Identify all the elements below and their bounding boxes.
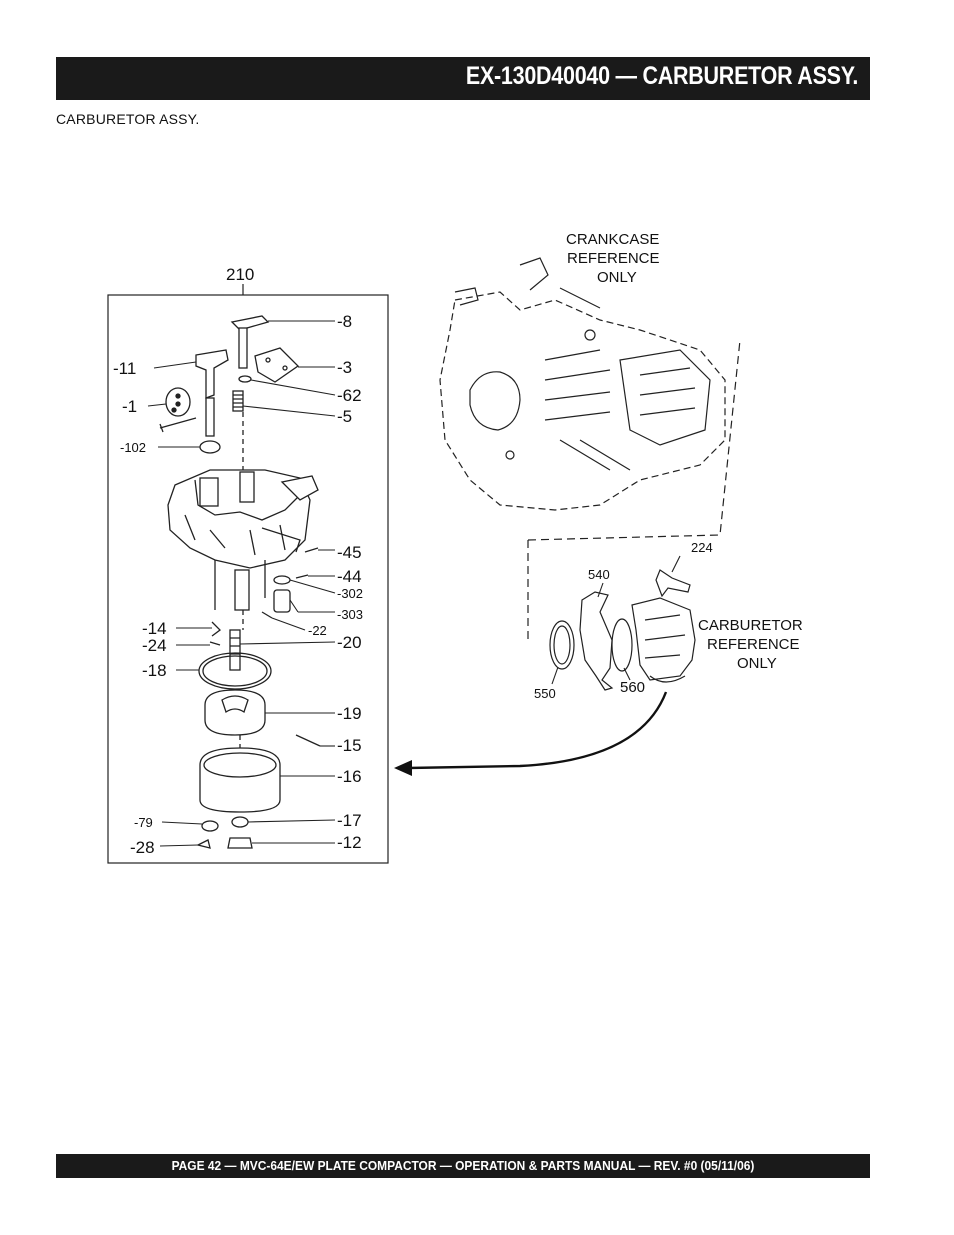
callout-44: -44 xyxy=(337,567,362,586)
callout-14: -14 xyxy=(142,619,167,638)
carburetor-note-line-3: ONLY xyxy=(737,655,777,672)
callout-18: -18 xyxy=(142,661,167,680)
callout-550: 550 xyxy=(534,686,556,701)
callout-17: -17 xyxy=(337,811,362,830)
carburetor-parts-drawing xyxy=(159,315,321,849)
crankcase-note-line-3: ONLY xyxy=(597,269,637,286)
callout-8: -8 xyxy=(337,312,352,331)
crankcase-reference-drawing xyxy=(439,257,726,511)
callout-5: -5 xyxy=(337,407,352,426)
leader-560 xyxy=(623,667,631,681)
callout-1: -1 xyxy=(122,397,137,416)
callout-45: -45 xyxy=(337,543,362,562)
crankcase-note-line-1: CRANKCASE xyxy=(566,231,659,248)
footer-bar: PAGE 42 — MVC-64E/EW PLATE COMPACTOR — O… xyxy=(56,1154,870,1178)
left-leader-lines xyxy=(147,361,212,847)
crankcase-note-line-2: REFERENCE xyxy=(567,250,660,267)
reference-arrow xyxy=(407,691,668,770)
callout-303: -303 xyxy=(337,607,363,622)
callout-12: -12 xyxy=(337,833,362,852)
carburetor-note-line-2: REFERENCE xyxy=(707,636,800,653)
callout-16: -16 xyxy=(337,767,362,786)
callout-24: -24 xyxy=(142,636,167,655)
reference-arrowhead xyxy=(394,760,412,776)
callout-62: -62 xyxy=(337,386,362,405)
assembly-number-label: 210 xyxy=(226,265,254,284)
callout-11: -11 xyxy=(113,359,136,378)
title-bar: EX-130D40040 — CARBURETOR ASSY. xyxy=(56,57,870,100)
callout-560: 560 xyxy=(620,679,645,696)
carburetor-note-line-1: CARBURETOR xyxy=(698,617,803,634)
page-title: EX-130D40040 — CARBURETOR ASSY. xyxy=(465,62,859,90)
callout-19: -19 xyxy=(337,704,362,723)
crankcase-note-leader xyxy=(559,287,601,309)
leader-550 xyxy=(551,666,559,685)
callout-22: -22 xyxy=(308,623,327,638)
callout-20: -20 xyxy=(337,633,362,652)
callout-15: -15 xyxy=(337,736,362,755)
footer-text: PAGE 42 — MVC-64E/EW PLATE COMPACTOR — O… xyxy=(171,1158,755,1173)
exploded-view-frame xyxy=(107,294,389,864)
callout-102: -102 xyxy=(120,440,146,455)
callout-3: -3 xyxy=(337,358,352,377)
leader-540 xyxy=(597,582,604,598)
callout-224: 224 xyxy=(691,540,713,555)
callout-302: -302 xyxy=(337,586,363,601)
leader-224 xyxy=(671,555,681,573)
callout-28: -28 xyxy=(130,838,155,857)
callout-79: -79 xyxy=(134,815,153,830)
section-subtitle: CARBURETOR ASSY. xyxy=(56,111,200,127)
right-leader-lines xyxy=(239,320,336,844)
callout-540: 540 xyxy=(588,567,610,582)
carburetor-reference-drawing xyxy=(549,569,696,691)
